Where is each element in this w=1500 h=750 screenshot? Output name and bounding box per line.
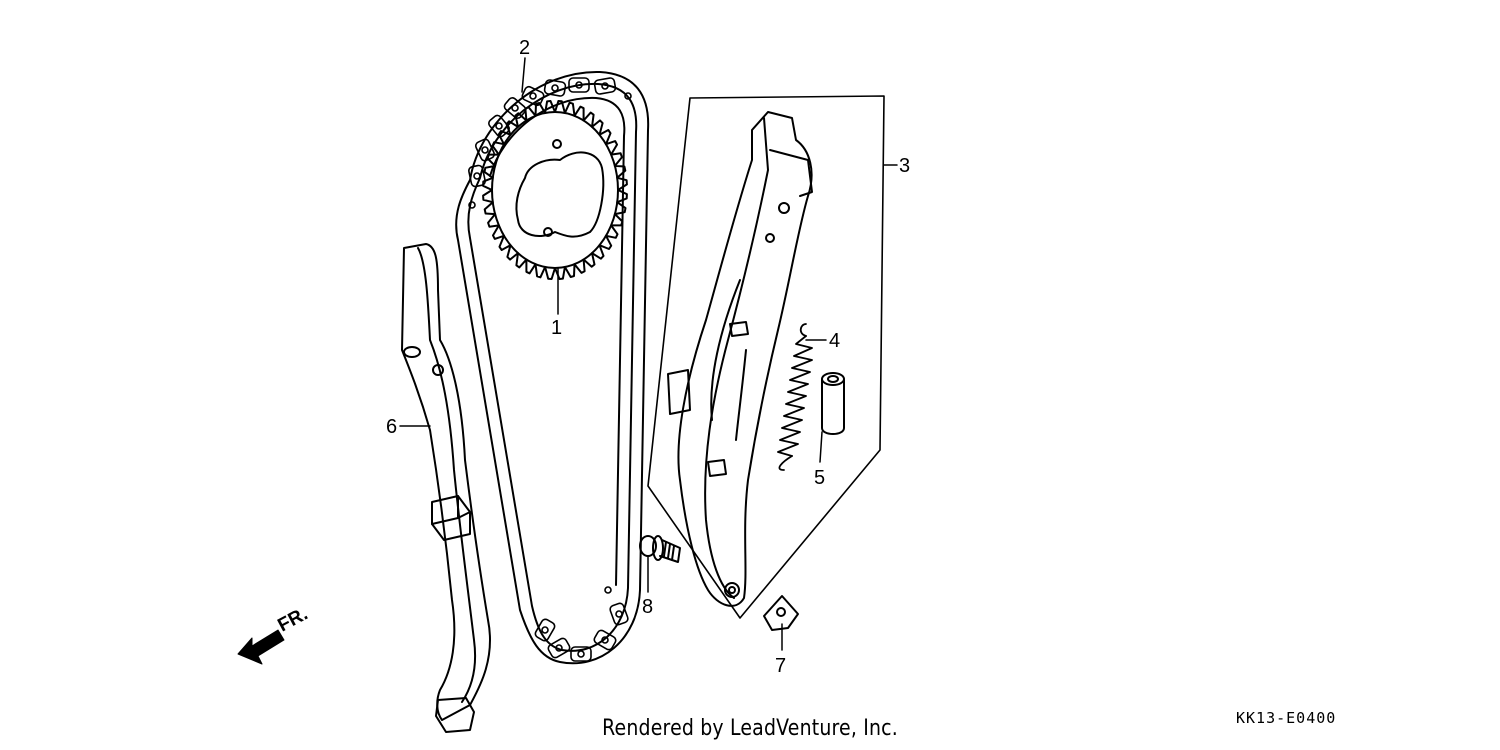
diagram-code: KK13-E0400 — [1236, 709, 1337, 727]
front-label: FR. — [274, 604, 311, 637]
callout-labels: 1 2 3 4 5 6 7 8 — [386, 37, 910, 677]
flange-bolt — [639, 535, 681, 563]
lock-washer — [763, 595, 799, 631]
callout-7: 7 — [775, 655, 786, 677]
cam-chain — [455, 70, 650, 665]
footer-credit: Rendered by LeadVenture, Inc. — [602, 716, 898, 741]
front-arrow-icon — [237, 629, 285, 665]
leader-lines — [399, 57, 898, 651]
chain-guide — [401, 243, 491, 733]
callout-4: 4 — [829, 330, 840, 352]
front-direction-indicator: FR. — [237, 604, 311, 665]
spring-collar — [821, 372, 845, 435]
callout-6: 6 — [386, 416, 397, 438]
callout-5: 5 — [814, 467, 825, 489]
callout-1: 1 — [551, 317, 562, 339]
tensioner-arm — [667, 111, 813, 607]
callout-3: 3 — [899, 155, 910, 177]
callout-8: 8 — [642, 596, 653, 618]
tensioner-spring — [777, 323, 813, 471]
cam-sprocket — [482, 100, 628, 280]
callout-2: 2 — [519, 37, 530, 59]
tensioner-group-outline — [647, 95, 885, 619]
